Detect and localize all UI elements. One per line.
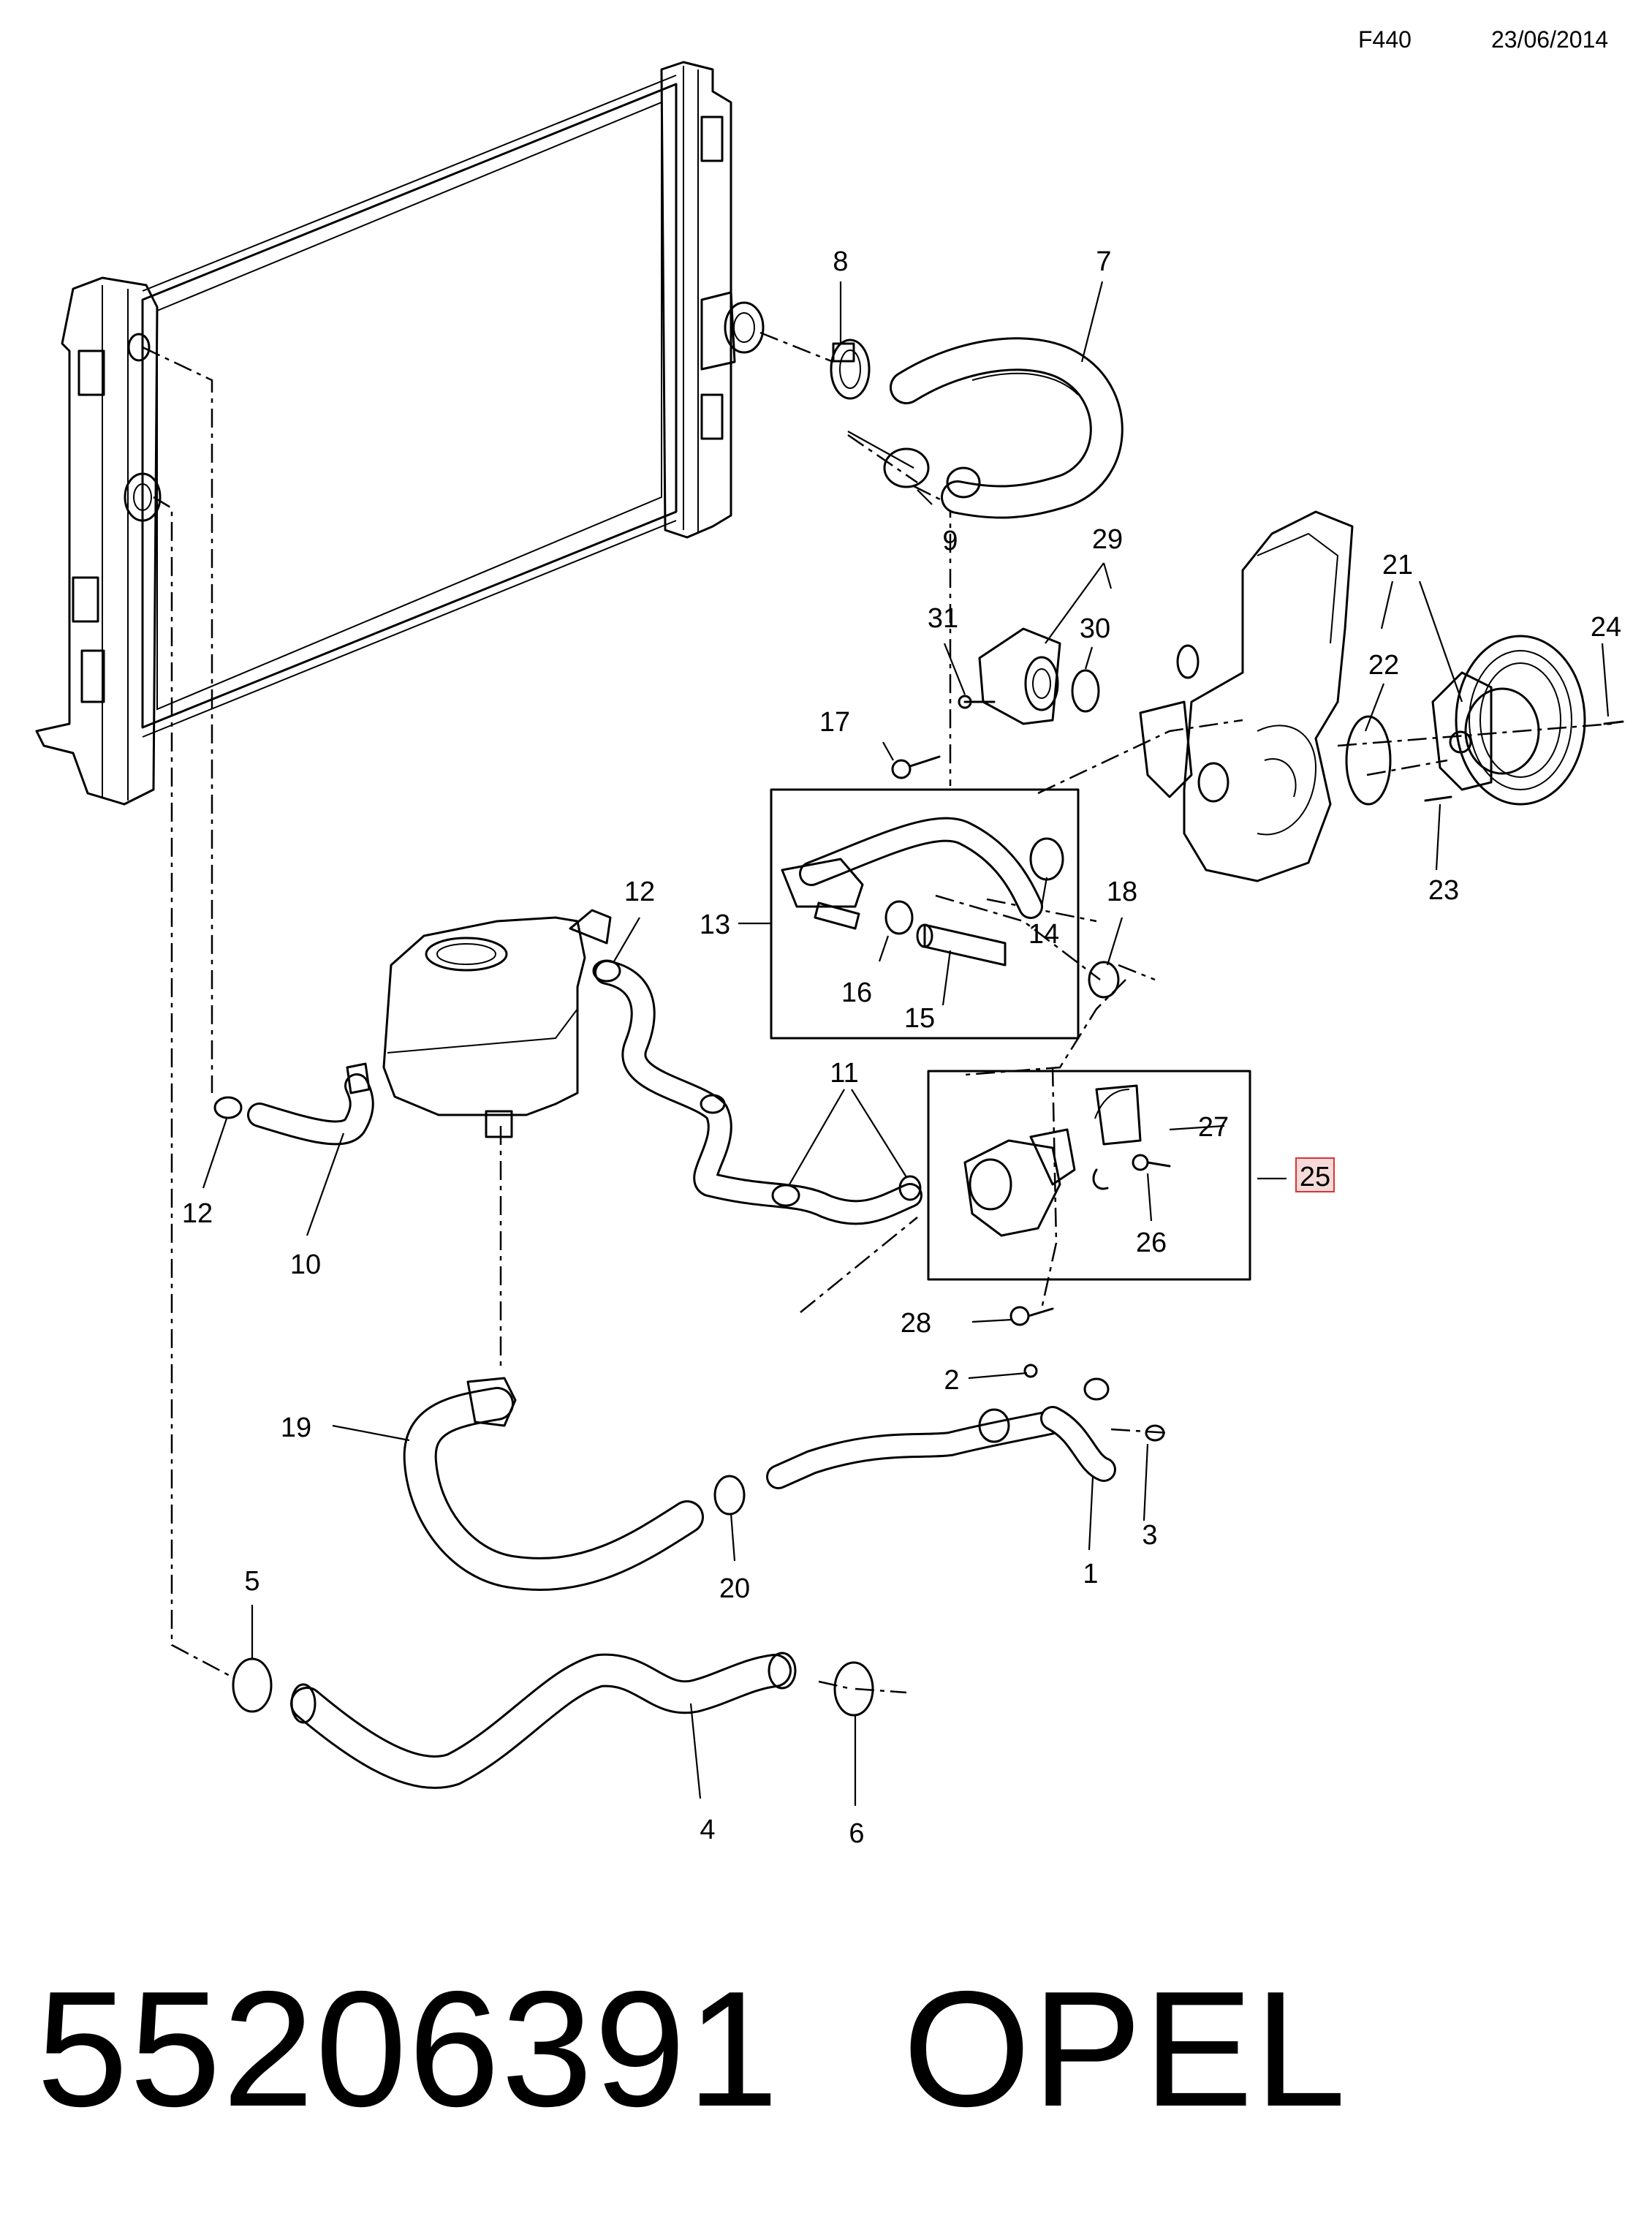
callout-12-top: 12 — [624, 877, 655, 907]
callout-20: 20 — [719, 1573, 750, 1604]
callout-7: 7 — [1096, 246, 1111, 277]
callout-17: 17 — [819, 707, 850, 738]
coolant-hose-10 — [213, 1062, 374, 1146]
auxiliary-coolant-pump — [963, 1084, 1171, 1237]
callout-4: 4 — [700, 1815, 715, 1845]
callout-2: 2 — [944, 1365, 959, 1396]
assembly-centerlines — [142, 331, 1613, 1694]
bolt-28 — [1009, 1306, 1054, 1326]
hose-clamp-9 — [883, 447, 981, 499]
radiator — [35, 61, 765, 806]
callout-14: 14 — [1028, 919, 1059, 950]
highlighted-callout-box — [1295, 1157, 1335, 1192]
callout-31: 31 — [928, 603, 958, 634]
diagram-code: F440 — [1358, 26, 1412, 53]
coolant-expansion-tank — [382, 909, 612, 1138]
callout-21: 21 — [1382, 550, 1413, 581]
leader-lines — [202, 281, 1610, 1806]
callout-5: 5 — [244, 1566, 259, 1597]
callout-labels: 8 7 9 29 30 31 21 22 24 23 17 13 14 16 1… — [182, 246, 1621, 1849]
bolt-17 — [891, 755, 941, 779]
callout-11: 11 — [830, 1058, 858, 1089]
callout-26: 26 — [1136, 1228, 1167, 1258]
coolant-pipe-assembly — [781, 817, 1064, 967]
engine-water-housing — [1139, 510, 1354, 882]
kit-frame-25 — [927, 1070, 1251, 1281]
callout-9: 9 — [942, 526, 958, 556]
callout-28: 28 — [901, 1308, 931, 1339]
hose-clamp-8 — [830, 339, 871, 400]
callout-6: 6 — [849, 1818, 864, 1849]
callout-29: 29 — [1092, 524, 1123, 555]
callout-25: 25 — [1300, 1162, 1330, 1192]
brand-name: OPEL — [903, 1956, 1348, 2141]
kit-frame-13 — [770, 788, 1080, 1040]
hose-clamp-6 — [833, 1661, 874, 1717]
coolant-hose-19 — [403, 1377, 704, 1591]
callout-3: 3 — [1142, 1520, 1157, 1551]
callout-1: 1 — [1083, 1559, 1098, 1589]
callout-16: 16 — [841, 977, 872, 1008]
callout-27: 27 — [1198, 1112, 1229, 1143]
coolant-hose-11 — [592, 959, 922, 1225]
lower-radiator-hose — [290, 1652, 797, 1789]
hose-clamp-5 — [232, 1657, 273, 1713]
water-pump — [1345, 635, 1624, 806]
callout-19: 19 — [281, 1413, 311, 1443]
callout-22: 22 — [1368, 650, 1399, 681]
callout-18: 18 — [1107, 877, 1137, 907]
callout-15: 15 — [904, 1003, 935, 1034]
clamp-20 — [713, 1475, 746, 1516]
diagram-date: 23/06/2014 — [1491, 26, 1609, 53]
clamp-18 — [1088, 961, 1120, 999]
callout-8: 8 — [833, 246, 848, 277]
upper-radiator-hose — [890, 337, 1124, 519]
callout-10: 10 — [290, 1249, 321, 1280]
coolant-outlet-housing — [958, 627, 1100, 725]
callout-23: 23 — [1428, 875, 1459, 906]
callout-30: 30 — [1080, 613, 1110, 644]
exploded-parts-diagram: 8 7 9 29 30 31 21 22 24 23 17 13 14 16 1… — [35, 61, 1624, 1849]
part-number: 55206391 — [37, 1956, 781, 2141]
coolant-pipe-1 — [766, 1364, 1165, 1489]
callout-13: 13 — [700, 909, 730, 940]
callout-12-left: 12 — [182, 1198, 213, 1229]
callout-24: 24 — [1591, 612, 1621, 643]
